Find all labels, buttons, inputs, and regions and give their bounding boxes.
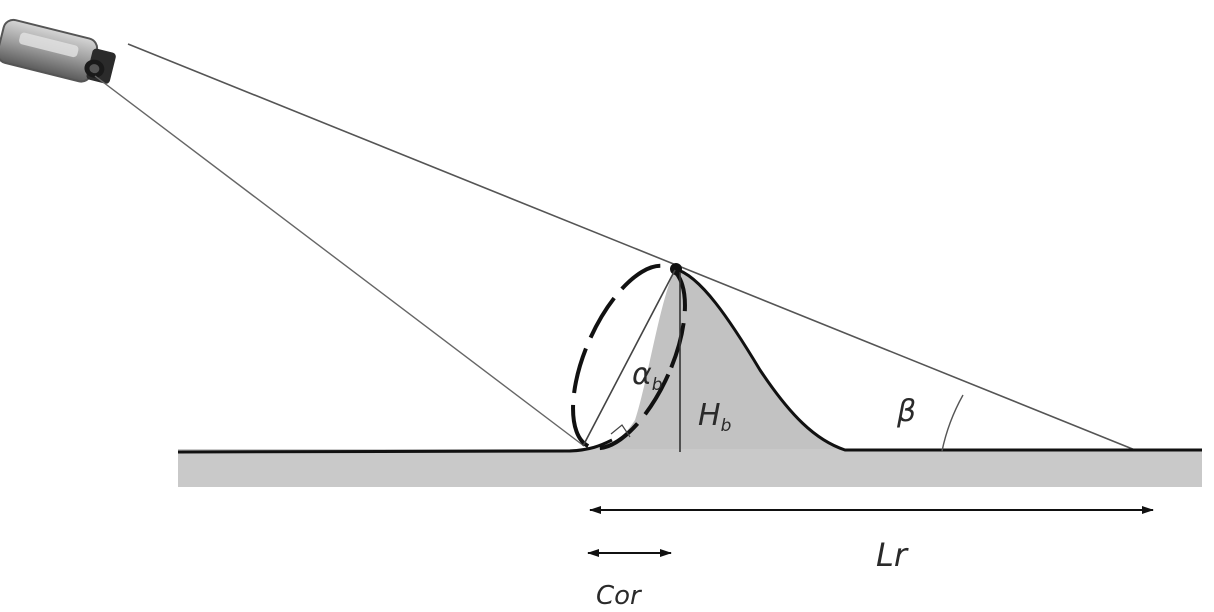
breaking-lip-dashed — [571, 263, 687, 451]
beta-angle-arc — [941, 394, 964, 452]
alpha-subscript: b — [652, 375, 663, 395]
sight-ray-lower — [94, 75, 585, 447]
sight-ray-upper — [127, 43, 1141, 453]
ground-strip — [178, 449, 1202, 487]
alpha-right-angle — [610, 424, 631, 438]
height-label: Hb — [698, 398, 731, 436]
crest-point — [670, 263, 682, 275]
cor-label: Cor — [596, 581, 643, 611]
wave-back-outline — [674, 267, 1202, 452]
height-subscript: b — [721, 416, 732, 436]
beta-label: β — [896, 394, 916, 429]
alpha-line — [582, 269, 676, 447]
camera-icon — [0, 18, 116, 84]
lr-label: Lr — [876, 536, 909, 574]
surface-outline — [177, 438, 613, 454]
alpha-label: αb — [632, 357, 663, 395]
wave-body — [592, 269, 845, 449]
